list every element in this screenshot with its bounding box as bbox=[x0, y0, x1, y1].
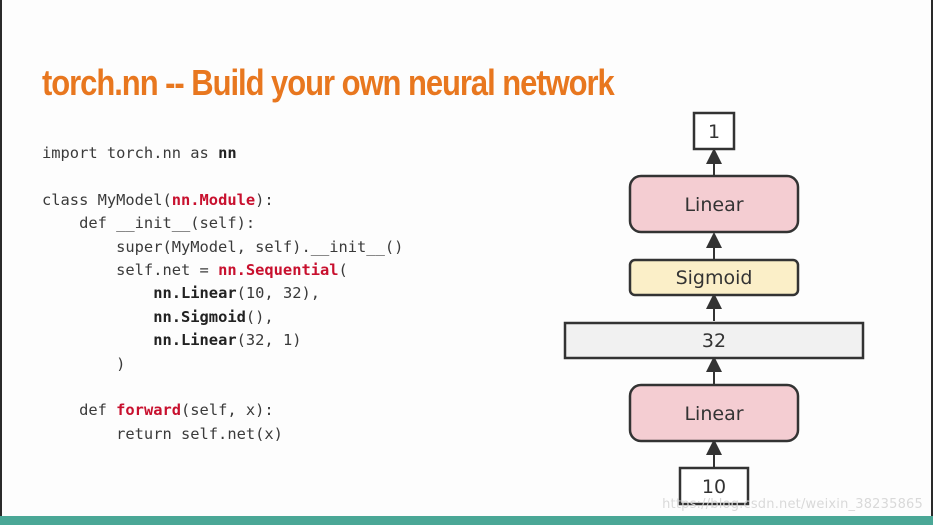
code-line-1: import torch.nn as nn bbox=[42, 142, 403, 165]
code-text: (self, x): bbox=[181, 401, 274, 420]
code-line-12: def forward(self, x): bbox=[42, 399, 403, 422]
sigmoid-layer-label: Sigmoid bbox=[676, 267, 753, 289]
code-text: (10, 32), bbox=[236, 284, 321, 303]
input-node-label: 10 bbox=[702, 476, 726, 498]
code-highlight: nn.Module bbox=[171, 190, 256, 209]
code-block: import torch.nn as nn class MyModel(nn.M… bbox=[42, 142, 403, 446]
hidden-units-label: 32 bbox=[702, 330, 726, 352]
code-text: ( bbox=[338, 260, 348, 279]
code-line-6: self.net = nn.Sequential( bbox=[42, 259, 403, 282]
code-line-10: ) bbox=[42, 354, 126, 373]
code-text: class MyModel( bbox=[42, 190, 172, 209]
code-line-8: nn.Sigmoid(), bbox=[42, 306, 403, 329]
code-text: ): bbox=[255, 190, 274, 209]
code-highlight: forward bbox=[116, 401, 182, 420]
code-highlight: nn.Sequential bbox=[218, 260, 339, 279]
code-bold: nn.Linear bbox=[153, 284, 237, 303]
code-text: def bbox=[42, 401, 117, 420]
code-line-4: def __init__(self): bbox=[42, 214, 256, 233]
linear-layer-bottom bbox=[628, 383, 800, 443]
bottom-accent-bar bbox=[0, 516, 933, 525]
code-bold: nn bbox=[218, 144, 237, 162]
hidden-units-node bbox=[563, 321, 865, 360]
code-text: (32, 1) bbox=[236, 331, 302, 350]
watermark: https://blog.csdn.net/weixin_38235865 bbox=[662, 497, 923, 512]
sigmoid-layer bbox=[628, 258, 800, 297]
code-text: self.net = bbox=[42, 260, 219, 279]
code-line-3: class MyModel(nn.Module): bbox=[42, 189, 403, 212]
input-node bbox=[678, 466, 750, 506]
slide-title: torch.nn -- Build your own neural networ… bbox=[42, 62, 615, 103]
code-bold: nn.Linear bbox=[153, 331, 237, 350]
output-node-label: 1 bbox=[708, 121, 720, 143]
code-text: (), bbox=[245, 307, 274, 326]
code-line-13: return self.net(x) bbox=[42, 424, 283, 443]
code-line-9: nn.Linear(32, 1) bbox=[42, 329, 403, 352]
linear-layer-top-label: Linear bbox=[684, 194, 743, 216]
linear-layer-top bbox=[628, 174, 800, 234]
output-node bbox=[692, 111, 736, 151]
code-line-7: nn.Linear(10, 32), bbox=[42, 282, 403, 305]
code-text: import torch.nn as bbox=[42, 144, 219, 162]
code-line-5: super(MyModel, self).__init__() bbox=[42, 237, 404, 256]
linear-layer-bottom-label: Linear bbox=[684, 403, 743, 425]
code-bold: nn.Sigmoid bbox=[153, 307, 246, 326]
